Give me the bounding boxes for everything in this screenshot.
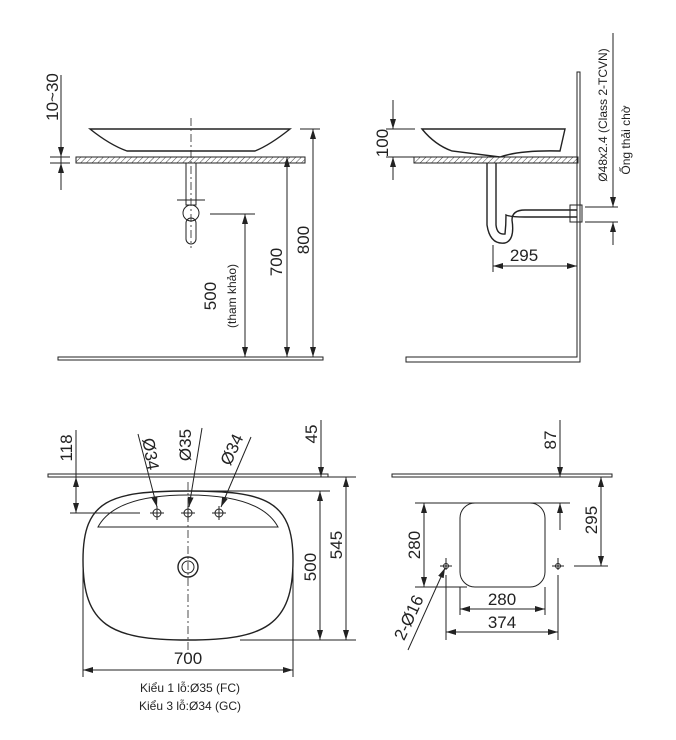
dim-hole-offset: 118 xyxy=(57,434,76,461)
hole-right-label: Ø34 xyxy=(217,431,248,468)
note-three-hole: Kiểu 3 lỗ:Ø34 (GC) xyxy=(139,698,241,713)
dim-screw-depth: 295 xyxy=(582,506,601,534)
note-one-hole: Kiểu 1 lỗ:Ø35 (FC) xyxy=(140,680,240,695)
basin-outline xyxy=(82,490,294,641)
screw-hole xyxy=(440,558,564,570)
countertop-edge xyxy=(391,473,613,478)
dim-cut-width: 280 xyxy=(488,590,516,609)
countertop xyxy=(413,156,579,164)
cutout-view: 87 295 280 280 374 2-Ø16 xyxy=(390,420,613,651)
hole-left-label: Ø34 xyxy=(138,437,162,472)
dim-gap: 10~30 xyxy=(43,73,62,121)
basin-profile xyxy=(420,128,566,158)
pipe-spec: Ø48x2.4 (Class 2-TCVN) xyxy=(596,48,610,181)
top-view: 118 Ø34 Ø35 Ø34 45 500 545 700 Kiểu 1 lỗ… xyxy=(47,420,356,713)
drain-hole xyxy=(177,556,199,578)
dim-drain-note: (tham khảo) xyxy=(225,264,239,328)
wall-and-floor xyxy=(405,71,581,363)
screw-holes-label: 2-Ø16 xyxy=(390,592,427,643)
dim-trap-to-wall: 295 xyxy=(510,246,538,265)
rear-view: 100 295 Ø48x2.4 (Class 2-TCVN) Ống thải … xyxy=(373,33,633,363)
floor xyxy=(57,356,324,361)
valve xyxy=(182,204,200,222)
dim-rim-height: 800 xyxy=(294,226,313,254)
pipe-label: Ống thải chờ xyxy=(618,105,633,174)
dim-screw-span: 374 xyxy=(488,613,516,632)
side-view: 10~30 500 (tham khảo) 700 800 xyxy=(43,73,324,361)
countertop-edge xyxy=(47,473,329,478)
hole-center-label: Ø35 xyxy=(176,429,195,461)
countertop xyxy=(75,156,306,164)
dim-counter-height: 700 xyxy=(267,248,286,276)
p-trap xyxy=(486,163,577,244)
dim-basin-height: 100 xyxy=(373,129,392,157)
dim-total-depth: 545 xyxy=(327,531,346,559)
cutout-outline xyxy=(459,502,546,588)
dim-cut-depth: 280 xyxy=(405,531,424,559)
dim-back: 87 xyxy=(541,431,560,450)
dim-back-gap: 45 xyxy=(302,425,321,444)
dim-drain-height: 500 xyxy=(201,282,220,310)
basin-profile xyxy=(88,128,292,152)
dim-width: 700 xyxy=(174,649,202,668)
faucet-hole xyxy=(150,506,226,520)
faucet-deck xyxy=(97,494,279,528)
dim-depth: 500 xyxy=(301,553,320,581)
